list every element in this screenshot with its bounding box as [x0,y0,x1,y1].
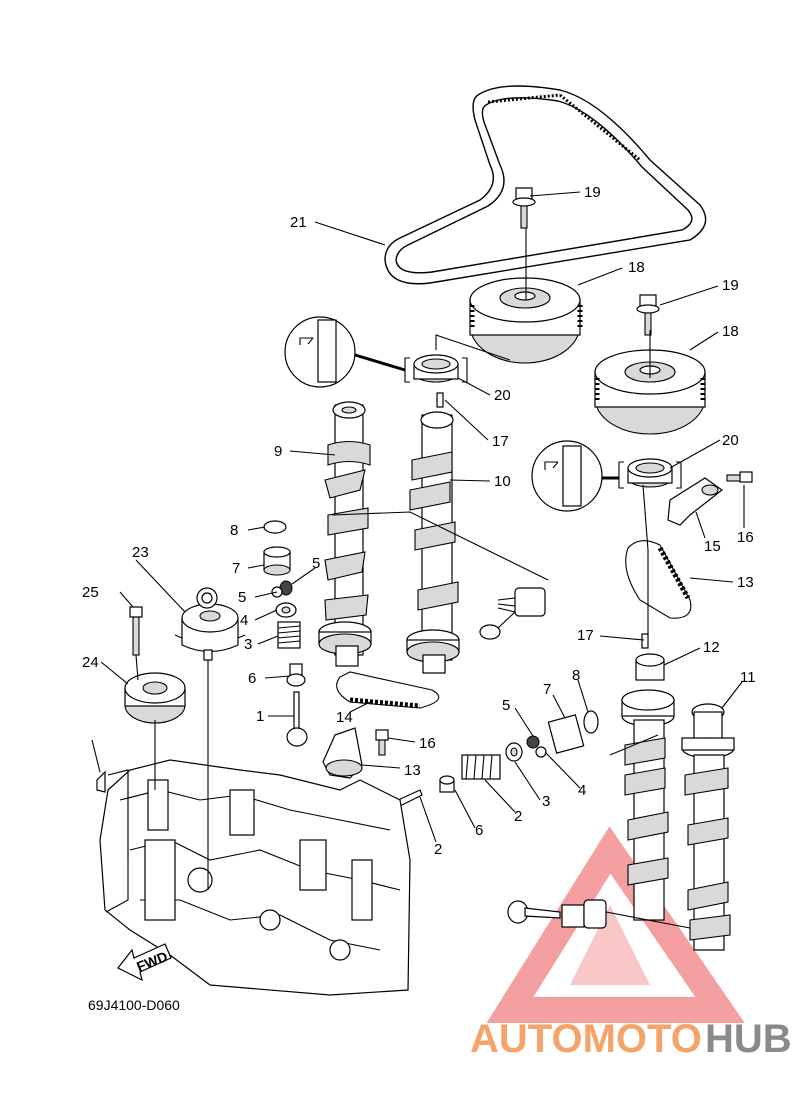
callout-23: 24 [82,654,99,671]
oil-seal-left [284,316,468,388]
callout-17-lower: 17 [577,627,594,644]
sprocket-bolt-right [636,294,660,336]
callout-7-right: 7 [543,681,551,698]
callout-6-left: 6 [248,670,256,687]
seal-6 [286,663,306,687]
callout-5-a: 5 [312,555,320,572]
watermark-triangle [486,826,745,1023]
callout-18-top: 18 [628,259,645,276]
oil-seal-right [531,440,682,512]
callout-1: 1 [256,708,264,725]
callout-6-centre: 6 [475,822,483,839]
callout-5-d: 4 [578,782,586,799]
leader-lines [107,228,659,890]
callout-13-left: 14 [336,709,353,726]
valve-assembly-detail [479,587,546,640]
chain-guide-15 [667,477,724,526]
callout-16-right: 16 [737,529,754,546]
callout-8-left: 8 [230,522,238,539]
camshaft-9 [318,401,372,667]
fwd-label: FWD [134,948,170,975]
seal-6-centre [439,775,455,793]
callout-3-centre: 2 [514,808,522,825]
camshaft-12 [621,633,675,921]
watermark-part1: AUTOMOTO [470,1017,702,1061]
callout-5-b: 5 [238,589,246,606]
callout-14: 13 [404,762,421,779]
camshaft-11 [681,703,735,951]
bolt-24 [129,606,143,656]
cylinder-head [99,759,411,996]
callout-8-right: 8 [572,667,580,684]
camshaft-10 [406,392,460,674]
spring-3 [277,621,301,649]
callout-19-right: 19 [722,277,739,294]
callout-10: 10 [494,473,511,490]
sprocket-bolt-upper [512,187,536,229]
callout-3-left: 3 [244,636,252,653]
retainer-4-centre [505,742,523,762]
callout-4-left: 4 [240,612,248,629]
callout-22: 23 [132,544,149,561]
bolt-16-right [726,471,753,483]
callout-5-c: 5 [502,697,510,714]
fwd-arrow: FWD [117,943,172,982]
valve-assembly-right [507,899,691,929]
callout-21: 21 [290,214,307,231]
shim-7 [263,546,291,576]
cotter-5-centre [526,735,547,758]
chain-guide-14 [322,727,363,779]
callout-15: 15 [704,538,721,555]
callout-16-left: 16 [419,735,436,752]
cotter-5a [271,580,293,598]
lifter-8-centre [583,710,599,734]
camshaft-sprocket-upper [469,277,583,364]
callout-leaders [91,191,745,843]
key-25 [96,770,106,793]
watermark-part2: HUB [705,1017,792,1061]
bolt-16-left [375,729,389,756]
callout-numbers: 21 19 18 19 18 20 20 17 9 10 8 15 16 23 … [82,184,756,858]
diagram-code: 69J4100-D060 [88,997,180,1013]
callout-17-upper: 17 [492,433,509,450]
watermark-logo: AUTOMOTO HUB [470,1017,792,1061]
tensioner-22 [174,587,246,661]
pulley-23 [124,672,186,724]
retainer-4 [275,602,297,618]
callout-4-centre: 3 [542,793,550,810]
valve-1 [286,691,308,747]
spring-3-centre [461,754,501,780]
callout-7-left: 7 [232,560,240,577]
valve-lifter-8 [263,520,287,534]
timing-belt [384,85,707,285]
callout-11: 11 [740,669,756,686]
callout-19-top: 19 [584,184,601,201]
shim-7-centre [547,714,585,754]
callout-12: 12 [703,639,720,656]
callout-2: 2 [434,841,442,858]
leader-valve-group [331,511,549,581]
timing-chain-right [625,540,692,619]
callout-20-left: 20 [494,387,511,404]
callout-9: 9 [274,443,282,460]
callout-18-right: 18 [722,323,739,340]
callout-24: 25 [82,584,99,601]
callout-20-right: 20 [722,432,739,449]
callout-13-right: 13 [737,574,754,591]
timing-chain-left [336,671,440,709]
